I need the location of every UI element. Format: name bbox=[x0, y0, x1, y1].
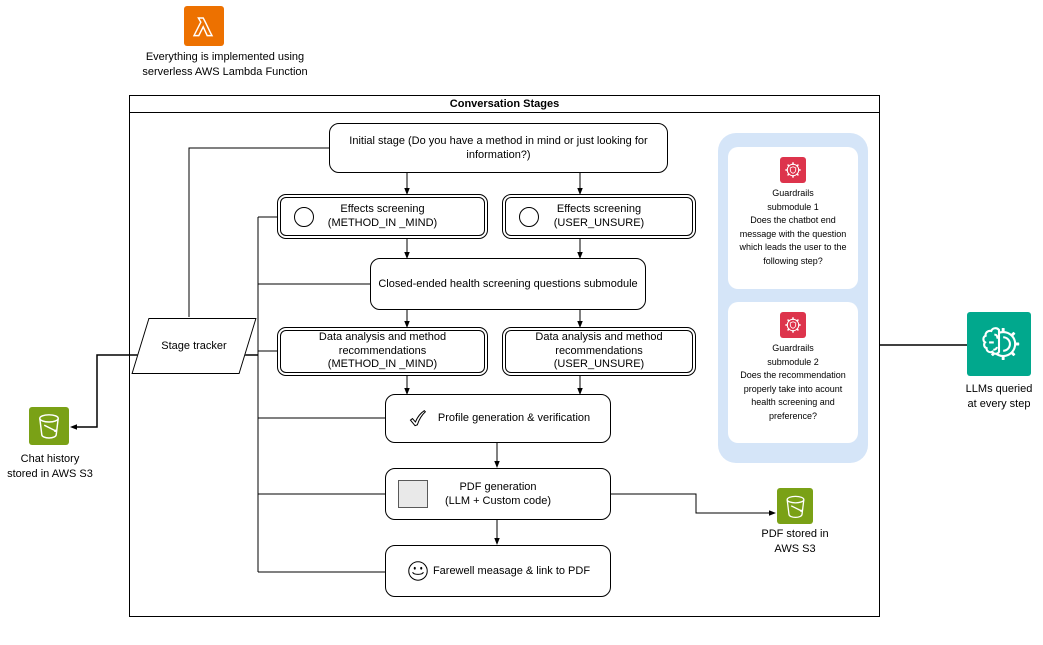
node-effects-screening-method-in-mind: Effects screening (METHOD_IN _MIND) bbox=[277, 194, 488, 239]
checkmark-icon bbox=[409, 409, 426, 426]
data-unsure-line3: (USER_UNSURE) bbox=[553, 358, 645, 371]
llm-line1: LLMs queried bbox=[965, 383, 1033, 395]
pdf-s3-caption: PDF stored in AWS S3 bbox=[743, 527, 847, 557]
edge-initial-to-stagetracker bbox=[188, 147, 329, 317]
circle-icon bbox=[519, 206, 539, 227]
aws-lambda-icon bbox=[184, 6, 224, 46]
node-initial-stage: Initial stage (Do you have a method in m… bbox=[329, 123, 668, 173]
node-stage-tracker: Stage tracker bbox=[131, 318, 257, 374]
guardrails1-question: Does the chatbot end message with the qu… bbox=[739, 215, 847, 266]
effects-unsure-line2: (USER_UNSURE) bbox=[553, 216, 645, 229]
node-effects-screening-user-unsure: Effects screening (USER_UNSURE) bbox=[502, 194, 696, 239]
farewell-label: Farewell measage & link to PDF bbox=[432, 564, 591, 577]
stage-tracker-label: Stage tracker bbox=[161, 340, 227, 352]
lambda-note-line2: serverless AWS Lambda Function bbox=[142, 65, 308, 78]
lambda-note: Everything is implemented using serverle… bbox=[130, 50, 320, 80]
effects-unsure-line1: Effects screening bbox=[556, 202, 642, 215]
data-mind-line1: Data analysis and method bbox=[318, 330, 447, 343]
container-title: Conversation Stages bbox=[130, 96, 879, 113]
pdf-s3-line2: AWS S3 bbox=[774, 542, 816, 555]
data-mind-line3: (METHOD_IN _MIND) bbox=[327, 358, 438, 371]
gear-shield-glyph bbox=[785, 162, 801, 178]
lambda-note-line1: Everything is implemented using bbox=[145, 51, 305, 63]
node-data-analysis-user-unsure: Data analysis and method recommendations… bbox=[502, 327, 696, 376]
pdf-gen-line1: PDF generation bbox=[459, 480, 537, 493]
gear-shield-glyph bbox=[785, 317, 801, 333]
circle-icon bbox=[294, 206, 314, 227]
smiley-icon bbox=[408, 561, 428, 581]
guardrails2-title-line1: Guardrails bbox=[772, 343, 814, 353]
effects-mind-line2: (METHOD_IN _MIND) bbox=[327, 216, 438, 229]
data-mind-line2: recommendations bbox=[338, 344, 427, 357]
guardrails-icon bbox=[780, 312, 806, 338]
bucket-glyph bbox=[39, 414, 59, 439]
chat-s3-line2: stored in AWS S3 bbox=[7, 467, 93, 480]
guardrails-submodule-1-card: Guardrails submodule 1 Does the chatbot … bbox=[728, 147, 858, 289]
guardrails1-title-line1: Guardrails bbox=[772, 188, 814, 198]
chat-s3-caption: Chat history stored in AWS S3 bbox=[0, 452, 102, 482]
s3-bucket-icon-chat bbox=[29, 407, 69, 445]
guardrails-icon bbox=[780, 157, 806, 183]
bucket-glyph bbox=[786, 495, 804, 518]
effects-mind-line1: Effects screening bbox=[340, 202, 425, 215]
node-closed-ended-submodule: Closed-ended health screening questions … bbox=[370, 258, 646, 310]
llm-caption: LLMs queried at every step bbox=[954, 382, 1043, 412]
data-unsure-line2: recommendations bbox=[555, 344, 643, 357]
conversation-stages-container: Conversation Stages bbox=[129, 95, 880, 617]
chat-s3-line1: Chat history bbox=[20, 453, 80, 465]
data-unsure-line1: Data analysis and method bbox=[535, 330, 663, 343]
s3-bucket-icon-pdf bbox=[777, 488, 813, 524]
closed-ended-label: Closed-ended health screening questions … bbox=[378, 277, 638, 290]
guardrails1-title-line2: submodule 1 bbox=[767, 201, 819, 212]
node-pdf-generation: PDF generation (LLM + Custom code) bbox=[385, 468, 611, 520]
lambda-glyph bbox=[192, 17, 214, 37]
edge-pdf-to-pdf-s3 bbox=[611, 493, 776, 516]
node-profile-generation: Profile generation & verification bbox=[385, 394, 611, 443]
pdf-s3-line1: PDF stored in bbox=[761, 528, 829, 540]
node-farewell-message: Farewell measage & link to PDF bbox=[385, 545, 611, 597]
square-icon bbox=[398, 480, 428, 508]
profile-generation-label: Profile generation & verification bbox=[437, 412, 591, 425]
guardrails2-title-line2: submodule 2 bbox=[767, 356, 819, 367]
pdf-gen-line2: (LLM + Custom code) bbox=[444, 495, 552, 507]
guardrails2-question: Does the recommendation properly take in… bbox=[740, 370, 846, 421]
initial-stage-label: Initial stage (Do you have a method in m… bbox=[349, 134, 648, 161]
guardrails-submodule-2-card: Guardrails submodule 2 Does the recommen… bbox=[728, 302, 858, 443]
llm-machine-learning-icon bbox=[967, 312, 1031, 376]
edge-stagetracker-to-chat-s3 bbox=[70, 354, 147, 430]
llm-line2: at every step bbox=[967, 397, 1031, 410]
node-data-analysis-method-in-mind: Data analysis and method recommendations… bbox=[277, 327, 488, 376]
brain-gear-glyph bbox=[982, 327, 1020, 361]
